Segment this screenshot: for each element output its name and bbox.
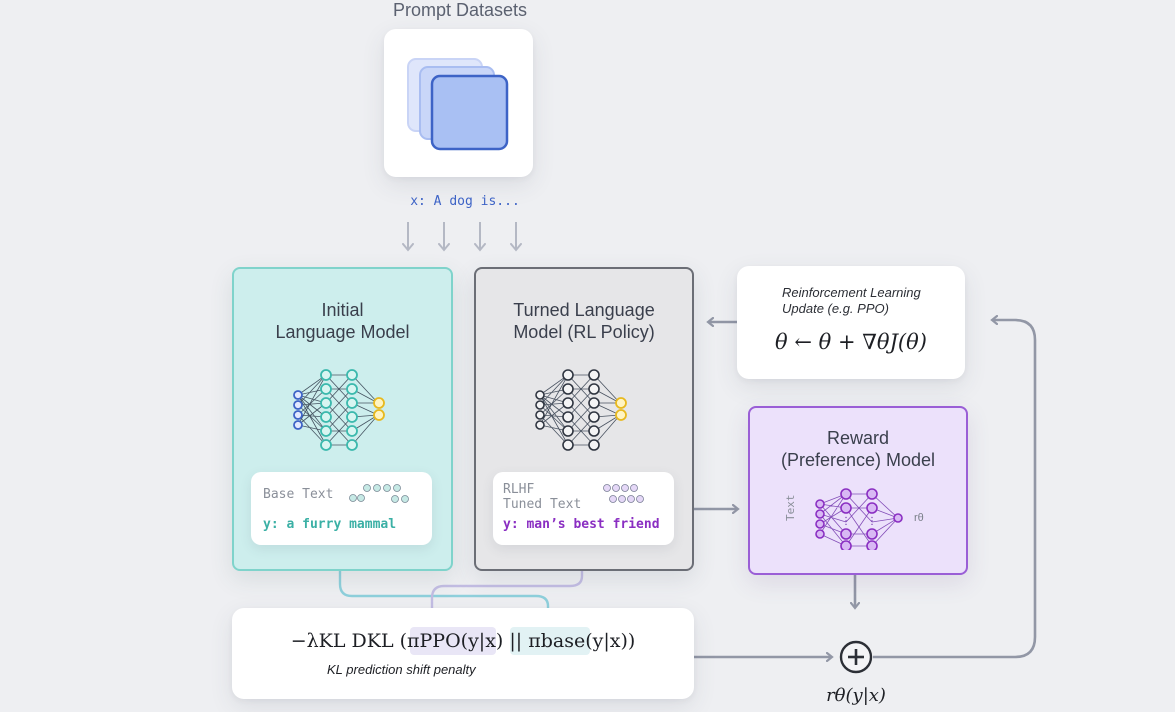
tuned-text-label-line2: Tuned Text (503, 497, 582, 512)
initial-language-model: Initial Language Model Base Text y: a fu… (232, 267, 453, 571)
base-text-card: Base Text y: a furry mammal (251, 472, 432, 545)
rl-update-card: Reinforcement Learning Update (e.g. PPO)… (737, 266, 965, 379)
prompt-down-arrows (402, 222, 522, 252)
pi-ppo-highlight (410, 627, 496, 655)
sum-plus-icon (839, 640, 873, 674)
reward-network-icon: ⋮ ⋮ (815, 488, 903, 550)
initial-model-title-line2: Language Model (275, 322, 410, 342)
prompt-input-text: x: A dog is... (410, 194, 520, 209)
sum-to-rl-loop-arrow (873, 320, 1037, 659)
token-cluster-icon (349, 484, 409, 503)
dataset-stack-icon (407, 58, 509, 151)
rl-update-title-line2: Update (e.g. PPO) (782, 301, 889, 316)
kl-caption: KL prediction shift penalty (327, 662, 476, 677)
base-text-output: y: a furry mammal (263, 517, 397, 532)
tuned-model-title-line1: Turned Language (513, 300, 655, 320)
reward-model-title-line2: (Preference) Model (780, 450, 936, 470)
tuned-to-kl-arrow (432, 569, 584, 618)
tuned-language-model: Turned Language Model (RL Policy) RLHF T… (474, 267, 694, 571)
svg-text:⋮: ⋮ (841, 516, 851, 527)
svg-text:⋮: ⋮ (867, 516, 877, 527)
pi-base-highlight (510, 627, 590, 655)
kl-penalty-card: −λKL DKL (πPPO(y|x) || πbase(y|x)) KL pr… (232, 608, 694, 699)
prompt-datasets-card (384, 29, 533, 177)
initial-model-title-line1: Initial (321, 300, 364, 320)
reward-output-label: rθ (914, 512, 924, 524)
tuned-model-network-icon (535, 369, 627, 451)
initial-model-network-icon (293, 369, 385, 451)
tuned-text-output: y: man’s best friend (503, 517, 660, 532)
tuned-text-card: RLHF Tuned Text y: man’s best friend (493, 472, 674, 545)
rl-update-formula: θ ← θ + ∇θJ(θ) (775, 330, 927, 354)
kl-formula: −λKL DKL (πPPO(y|x) || πbase(y|x)) (290, 630, 636, 652)
tuned-text-label-line1: RLHF (503, 482, 535, 497)
base-text-label: Base Text (263, 487, 334, 502)
prompt-datasets-title: Prompt Datasets (392, 0, 528, 20)
reward-output-formula: rθ(y|x) (826, 685, 886, 706)
reward-input-label: Text (784, 494, 797, 522)
token-cluster-icon (603, 484, 644, 503)
tuned-model-title-line2: Model (RL Policy) (513, 322, 655, 342)
reward-model-title-line1: Reward (826, 428, 890, 448)
initial-to-kl-arrow (338, 569, 548, 618)
rl-update-title-line1: Reinforcement Learning (782, 285, 921, 300)
reward-model: Reward (Preference) Model Text ⋮ ⋮ rθ (748, 406, 968, 575)
